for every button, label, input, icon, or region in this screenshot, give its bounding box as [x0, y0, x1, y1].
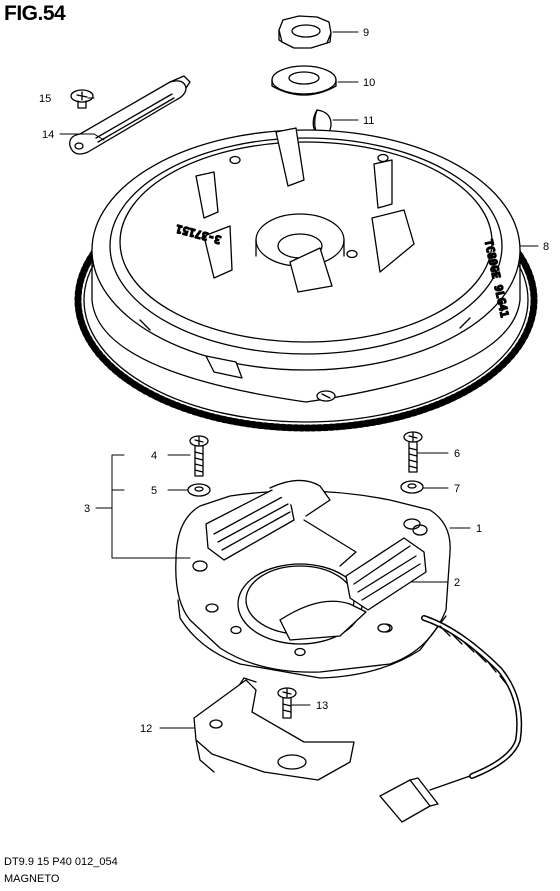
part-8-flywheel[interactable]: [74, 127, 538, 432]
part-15-screw[interactable]: [70, 89, 94, 109]
part-10-washer[interactable]: [271, 65, 337, 96]
callout-13[interactable]: 13: [316, 700, 328, 712]
part-2-stator-coil[interactable]: [205, 479, 427, 641]
figure-code: DT9.9 15 P40 012_054: [4, 856, 118, 868]
part-13-screw[interactable]: [277, 687, 297, 719]
callout-5[interactable]: 5: [151, 485, 157, 497]
leader-lines: [59, 31, 539, 729]
callout-1[interactable]: 1: [476, 523, 482, 535]
callout-15[interactable]: 15: [39, 93, 51, 105]
part-7-washer[interactable]: [400, 480, 424, 494]
callout-11[interactable]: 11: [363, 115, 374, 127]
figure-title: FIG.54: [4, 2, 66, 25]
callout-8[interactable]: 8: [543, 241, 549, 253]
callout-14[interactable]: 14: [42, 129, 54, 141]
callout-12[interactable]: 12: [140, 723, 152, 735]
part-6-screw[interactable]: [403, 431, 423, 473]
callout-4[interactable]: 4: [151, 450, 157, 462]
callout-3[interactable]: 3: [84, 503, 90, 515]
part-5-washer[interactable]: [187, 483, 211, 497]
part-14-clamp[interactable]: [69, 75, 191, 155]
callout-2[interactable]: 2: [454, 577, 460, 589]
callout-7[interactable]: 7: [454, 483, 460, 495]
part-4-screw[interactable]: [189, 435, 209, 477]
part-9-nut[interactable]: [278, 15, 332, 49]
figure-name: MAGNETO: [4, 873, 60, 885]
callout-6[interactable]: 6: [454, 448, 460, 460]
wire-harness: [421, 615, 523, 779]
part-12-plate[interactable]: [193, 677, 355, 781]
callout-10[interactable]: 10: [363, 77, 375, 89]
callout-9[interactable]: 9: [363, 27, 369, 39]
wire-connector: [379, 775, 471, 823]
